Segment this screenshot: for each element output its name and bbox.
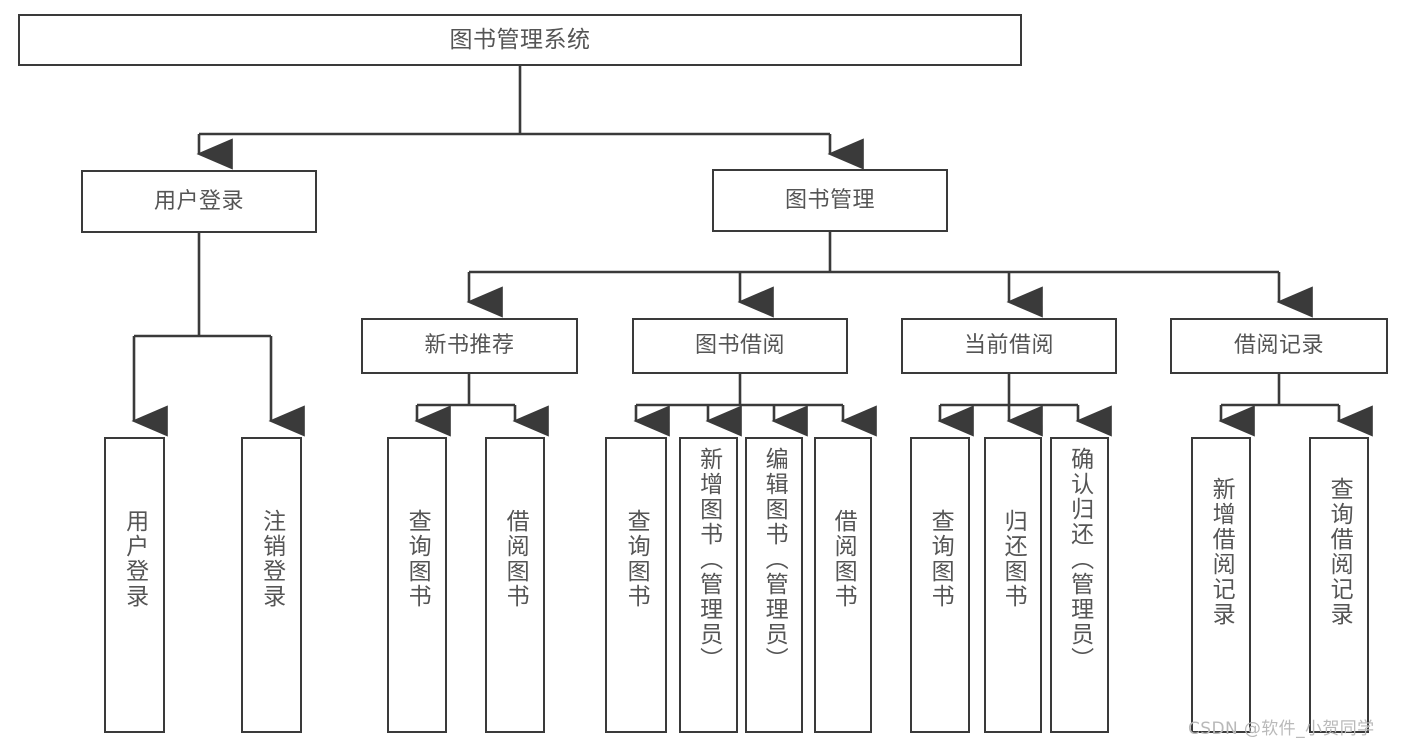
- leaf-borrow-book-recommend[interactable]: 借阅图书: [485, 437, 545, 733]
- leaf-confirm-return-admin[interactable]: 确认归还（管理员）: [1050, 437, 1109, 733]
- leaf-borrow-book[interactable]: 借阅图书: [814, 437, 872, 733]
- node-label: 新增借阅记录: [1208, 477, 1235, 627]
- node-new-book-recommend[interactable]: 新书推荐: [361, 318, 578, 374]
- node-label: 借阅记录: [1233, 333, 1324, 359]
- node-book-management-system[interactable]: 图书管理系统: [18, 14, 1022, 66]
- node-label: 归还图书: [1000, 509, 1027, 609]
- leaf-user-login[interactable]: 用户登录: [104, 437, 165, 733]
- node-label: 当前借阅: [963, 333, 1054, 359]
- leaf-query-book-current[interactable]: 查询图书: [910, 437, 970, 733]
- node-book-borrow[interactable]: 图书借阅: [632, 318, 848, 374]
- node-label: 图书借阅: [694, 333, 785, 359]
- node-borrow-record[interactable]: 借阅记录: [1170, 318, 1388, 374]
- node-label: 查询图书: [623, 509, 650, 609]
- node-label: 注销登录: [258, 509, 285, 609]
- node-label: 编辑图书（管理员）: [761, 447, 788, 672]
- watermark: CSDN @软件_小贺同学: [1188, 719, 1375, 739]
- node-user-login[interactable]: 用户登录: [81, 170, 317, 233]
- leaf-query-book-recommend[interactable]: 查询图书: [387, 437, 447, 733]
- node-label: 用户登录: [121, 509, 148, 609]
- leaf-add-borrow-record[interactable]: 新增借阅记录: [1191, 437, 1251, 733]
- node-current-borrow[interactable]: 当前借阅: [901, 318, 1117, 374]
- leaf-logout[interactable]: 注销登录: [241, 437, 302, 733]
- node-label: 借阅图书: [502, 509, 529, 609]
- node-label: 用户登录: [153, 188, 244, 214]
- node-label: 查询图书: [404, 509, 431, 609]
- node-label: 查询图书: [927, 509, 954, 609]
- node-label: 图书管理: [784, 187, 875, 213]
- leaf-query-borrow-record[interactable]: 查询借阅记录: [1309, 437, 1369, 733]
- node-label: 新增图书（管理员）: [695, 447, 722, 672]
- node-label: 确认归还（管理员）: [1066, 447, 1093, 672]
- leaf-edit-book-admin[interactable]: 编辑图书（管理员）: [745, 437, 803, 733]
- node-label: 借阅图书: [830, 509, 857, 609]
- leaf-return-book[interactable]: 归还图书: [984, 437, 1042, 733]
- leaf-add-book-admin[interactable]: 新增图书（管理员）: [679, 437, 738, 733]
- node-label: 新书推荐: [424, 333, 515, 359]
- node-label: 查询借阅记录: [1326, 477, 1353, 627]
- node-book-management[interactable]: 图书管理: [712, 169, 948, 232]
- node-label: 图书管理系统: [449, 26, 591, 53]
- leaf-query-book-borrow[interactable]: 查询图书: [605, 437, 667, 733]
